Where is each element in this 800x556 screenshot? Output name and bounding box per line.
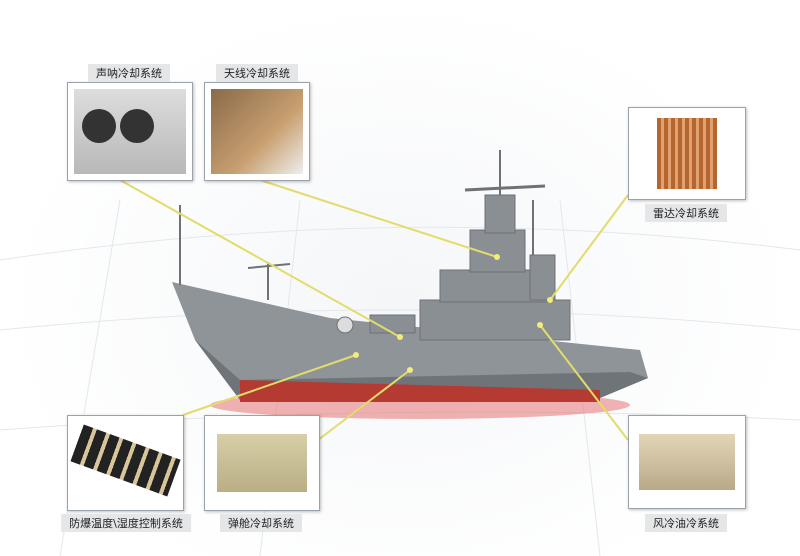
- label-sonar: 声呐冷却系统: [88, 64, 170, 82]
- humidity-system-box: [67, 415, 184, 511]
- ship-hull: [172, 282, 648, 402]
- label-radar: 雷达冷却系统: [645, 204, 727, 222]
- label-antenna: 天线冷却系统: [216, 64, 298, 82]
- label-bay: 弹舱冷却系统: [220, 514, 302, 532]
- airoil-unit-image: [639, 434, 735, 490]
- airoil-system-box: [628, 415, 746, 509]
- sonar-system-box: [67, 82, 193, 181]
- bay-unit-image: [217, 434, 307, 492]
- antenna-unit-image: [211, 89, 303, 174]
- radar-unit-image: [657, 118, 717, 189]
- connector-dots: [353, 254, 553, 373]
- label-airoil: 风冷油冷系统: [645, 514, 727, 532]
- bay-system-box: [204, 415, 320, 511]
- antenna-system-box: [204, 82, 310, 181]
- radar-system-box: [628, 107, 746, 200]
- ship-superstructure: [179, 150, 571, 341]
- connector-lines: [119, 179, 629, 441]
- humidity-unit-image: [70, 424, 181, 497]
- sonar-unit-image: [74, 89, 186, 174]
- label-humidity: 防爆温度\湿度控制系统: [61, 514, 191, 532]
